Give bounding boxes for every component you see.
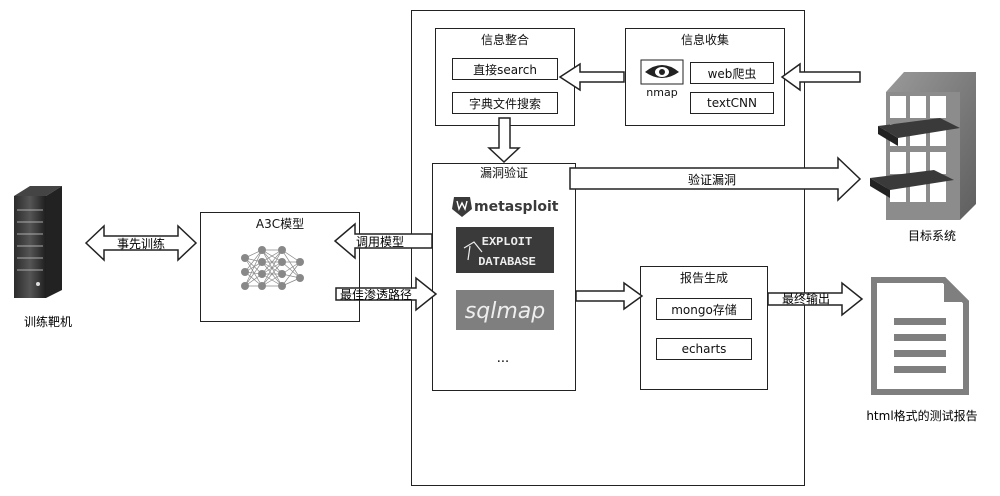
sqlmap-text: sqlmap — [465, 299, 545, 324]
target-rack-icon — [870, 72, 976, 220]
report-label: html格式的测试报告 — [866, 408, 977, 423]
final-output-label: 最终输出 — [782, 291, 830, 306]
textcnn-box: textCNN — [690, 92, 774, 114]
exploit-text: EXPLOIT — [482, 235, 532, 249]
arrow-pretrain — [84, 224, 198, 262]
pretrain-label: 事先训练 — [117, 236, 165, 251]
report-gen-title: 报告生成 — [679, 271, 728, 285]
verify-vuln-label: 验证漏洞 — [688, 172, 736, 187]
info-integration-title: 信息整合 — [480, 33, 529, 47]
neural-network-icon — [241, 246, 304, 290]
target-system-label: 目标系统 — [908, 229, 956, 243]
a3c-model-box: A3C模型 — [200, 212, 360, 322]
mongo-storage-box: mongo存储 — [656, 298, 752, 320]
info-collection-title: 信息收集 — [680, 33, 729, 47]
arrow-target-to-collect — [780, 62, 861, 92]
arrow-verify-to-report — [575, 281, 644, 311]
a3c-model-title: A3C模型 — [255, 217, 305, 231]
metasploit-logo: metasploit — [452, 197, 559, 217]
database-text: DATABASE — [478, 255, 536, 269]
arrow-final-output — [767, 281, 864, 317]
report-gen-box: 报告生成 — [640, 266, 768, 390]
arrow-integrate-to-verify — [487, 117, 521, 164]
arrow-verify-to-target — [569, 156, 862, 202]
web-crawler-box: web爬虫 — [690, 62, 774, 84]
nmap-label: nmap — [646, 86, 678, 99]
metasploit-text: metasploit — [474, 199, 559, 215]
direct-search-box: 直接search — [452, 58, 558, 80]
vuln-verify-title: 漏洞验证 — [479, 166, 528, 180]
report-document-icon — [871, 277, 969, 395]
training-target-label: 训练靶机 — [24, 314, 72, 329]
nmap-eye-icon — [640, 59, 684, 85]
more-tools-ellipsis: ... — [497, 351, 509, 366]
sqlmap-logo: sqlmap — [456, 290, 554, 330]
best-path-label: 最佳渗透路径 — [340, 287, 412, 302]
training-server-icon — [14, 186, 62, 298]
arrow-collect-to-integrate — [558, 62, 625, 92]
exploit-database-logo: EXPLOIT DATABASE — [456, 227, 554, 273]
call-model-label: 调用模型 — [356, 235, 404, 249]
echarts-box: echarts — [656, 338, 752, 360]
arrow-call-model — [333, 222, 433, 260]
arrow-best-path — [335, 276, 438, 312]
dict-search-box: 字典文件搜索 — [452, 92, 558, 114]
